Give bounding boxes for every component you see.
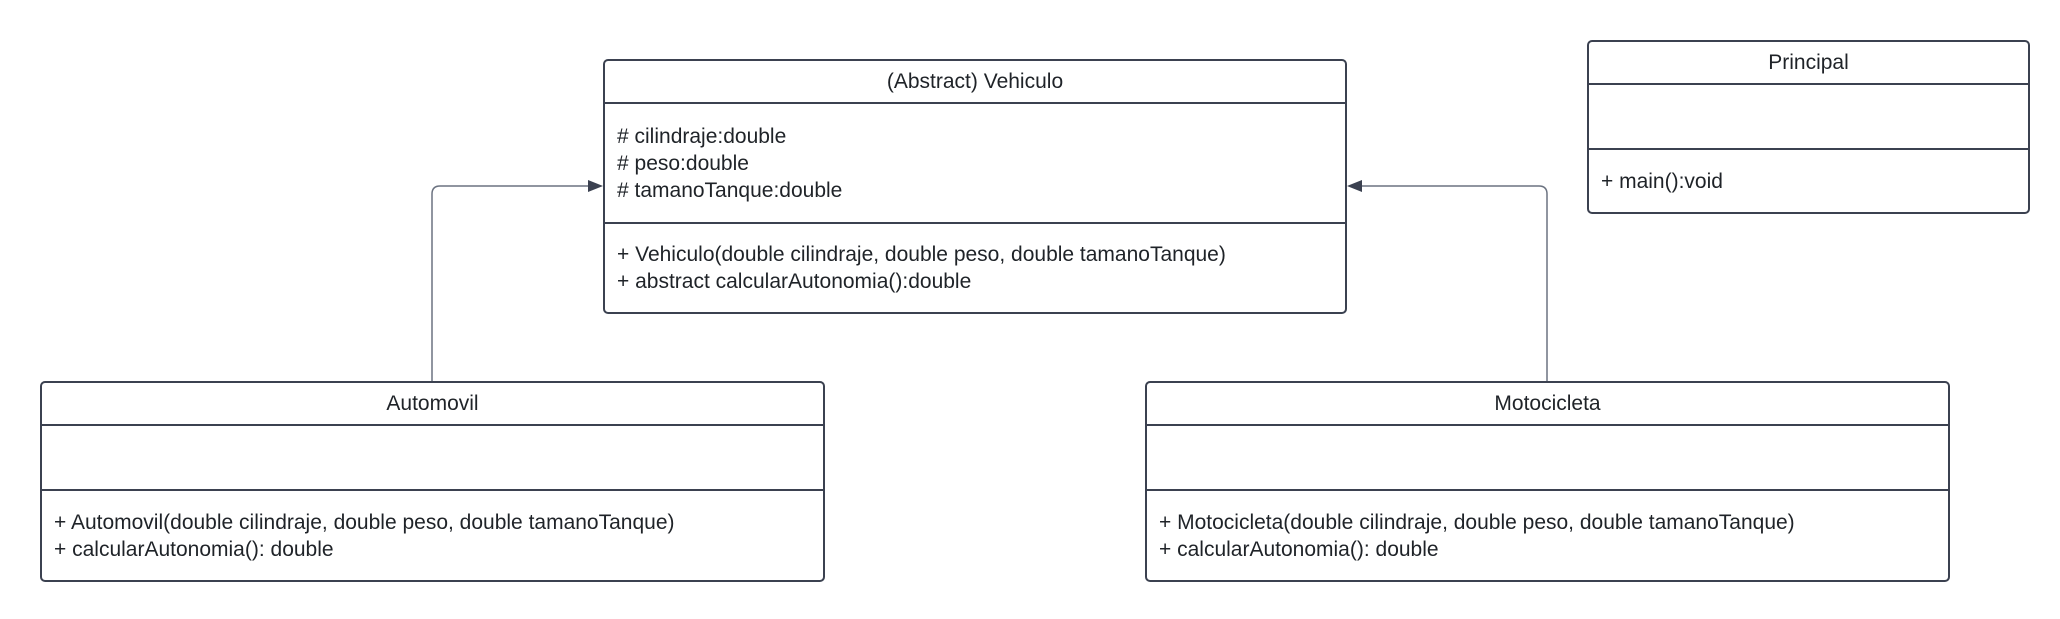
attribute: # tamanoTanque:double bbox=[617, 178, 843, 202]
arrowhead-motocicleta-icon bbox=[1347, 180, 1362, 192]
operation: + Vehiculo(double cilindraje, double pes… bbox=[617, 243, 1226, 266]
operations-compartment: + Automovil(double cilindraje, double pe… bbox=[42, 491, 823, 580]
class-name: (Abstract) Vehiculo bbox=[605, 61, 1345, 104]
class-automovil[interactable]: Automovil + Automovil(double cilindraje,… bbox=[40, 381, 825, 582]
operation: + calcularAutonomia(): double bbox=[1159, 537, 1439, 561]
attributes-compartment bbox=[1147, 426, 1948, 491]
class-name: Principal bbox=[1589, 42, 2028, 85]
operation: + Automovil(double cilindraje, double pe… bbox=[54, 510, 675, 534]
attributes-compartment: # cilindraje:double # peso:double # tama… bbox=[605, 104, 1345, 224]
operation: + calcularAutonomia(): double bbox=[54, 537, 334, 561]
inheritance-line-motocicleta bbox=[1360, 185, 1548, 381]
attributes-compartment bbox=[42, 426, 823, 491]
class-name: Motocicleta bbox=[1147, 383, 1948, 426]
class-principal[interactable]: Principal + main():void bbox=[1587, 40, 2030, 214]
operations-compartment: + Vehiculo(double cilindraje, double pes… bbox=[605, 224, 1345, 312]
arrowhead-automovil-icon bbox=[588, 180, 603, 192]
class-vehiculo[interactable]: (Abstract) Vehiculo # cilindraje:double … bbox=[603, 59, 1347, 314]
attribute: # cilindraje:double bbox=[617, 124, 787, 148]
operation: + main():void bbox=[1601, 169, 1723, 193]
class-motocicleta[interactable]: Motocicleta + Motocicleta(double cilindr… bbox=[1145, 381, 1950, 582]
inheritance-line-automovil bbox=[431, 185, 590, 381]
class-name: Automovil bbox=[42, 383, 823, 426]
attribute: # peso:double bbox=[617, 151, 749, 175]
operations-compartment: + Motocicleta(double cilindraje, double … bbox=[1147, 491, 1948, 580]
operation: + abstract calcularAutonomia():double bbox=[617, 270, 972, 293]
operation: + Motocicleta(double cilindraje, double … bbox=[1159, 510, 1795, 534]
attributes-compartment bbox=[1589, 85, 2028, 150]
operations-compartment: + main():void bbox=[1589, 150, 2028, 212]
